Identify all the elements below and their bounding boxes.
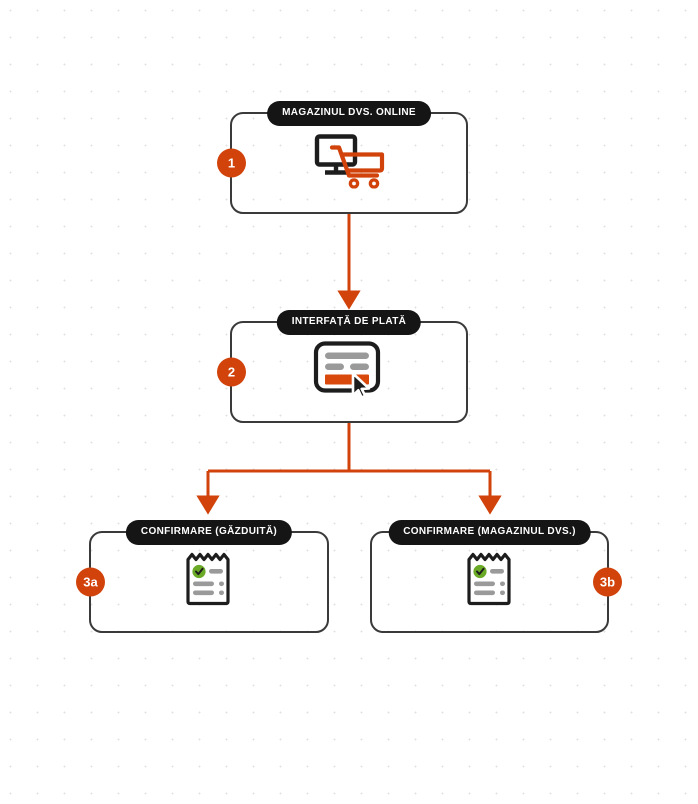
step-label-confirmation-your-store: CONFIRMARE (MAGAZINUL DVS.) (388, 520, 591, 545)
receipt-check-icon (465, 552, 515, 613)
step-badge-2: 2 (217, 357, 246, 387)
step-node-online-store[interactable]: MAGAZINUL DVS. ONLINE 1 (217, 101, 468, 214)
step-label-payment-interface: INTERFAȚĂ DE PLATĂ (276, 310, 422, 335)
step-badge-3a: 3a (76, 567, 105, 597)
step-node-confirmation-hosted[interactable]: CONFIRMARE (GĂZDUITĂ) 3a (76, 520, 329, 633)
step-label-online-store: MAGAZINUL DVS. ONLINE (267, 101, 431, 126)
step-label-confirmation-hosted: CONFIRMARE (GĂZDUITĂ) (125, 520, 293, 545)
payment-form-cursor-icon (313, 341, 385, 404)
step-badge-1: 1 (217, 148, 246, 178)
monitor-cart-icon (311, 133, 387, 194)
step-badge-3b: 3b (593, 567, 622, 597)
step-node-payment-interface[interactable]: INTERFAȚĂ DE PLATĂ 2 (217, 310, 468, 423)
step-node-confirmation-your-store[interactable]: CONFIRMARE (MAGAZINUL DVS.) 3b (370, 520, 622, 633)
receipt-check-icon (184, 552, 234, 613)
connector-2-to-branch (208, 423, 490, 473)
